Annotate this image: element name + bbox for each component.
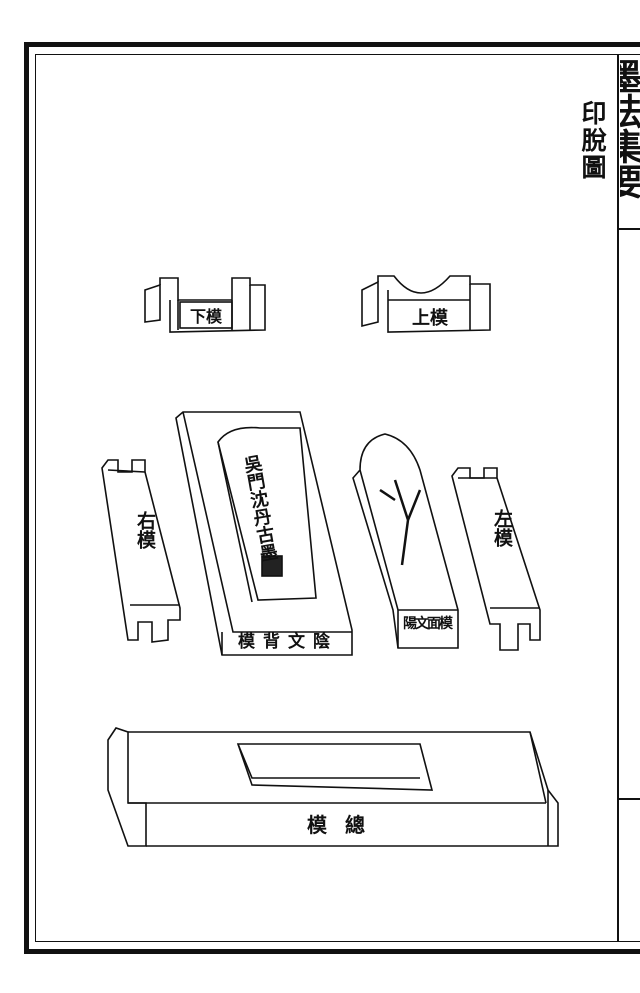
margin-rule — [619, 228, 640, 230]
yin-back-mold — [175, 411, 353, 656]
upper-mold-label: 上模 — [412, 307, 449, 329]
margin-separator — [617, 54, 619, 942]
margin-rule — [619, 798, 640, 800]
page-inner-border — [35, 54, 640, 942]
ink-inscription: 吳門沈丹古墨 — [240, 453, 279, 563]
yin-back-mold-label: 陰文背模 — [238, 631, 338, 652]
general-mold-label: 總模 — [307, 813, 383, 837]
left-mold — [451, 467, 541, 651]
left-mold-label: 左模 — [491, 508, 513, 548]
page-title: 印脫圖 — [578, 100, 607, 181]
right-mold — [101, 459, 181, 643]
lower-mold-label: 下模 — [190, 307, 223, 326]
yang-face-mold — [352, 433, 459, 649]
page-outer-border — [24, 42, 640, 954]
right-mold-label: 右模 — [134, 510, 157, 550]
book-title-margin: 墨法集要 — [620, 58, 640, 198]
seal-mark — [261, 555, 283, 577]
lower-mold — [144, 277, 266, 333]
yang-face-mold-label: 陽文面模 — [403, 615, 454, 632]
upper-mold — [361, 275, 491, 333]
general-mold — [107, 727, 559, 847]
pine-tree-icon — [379, 479, 422, 566]
